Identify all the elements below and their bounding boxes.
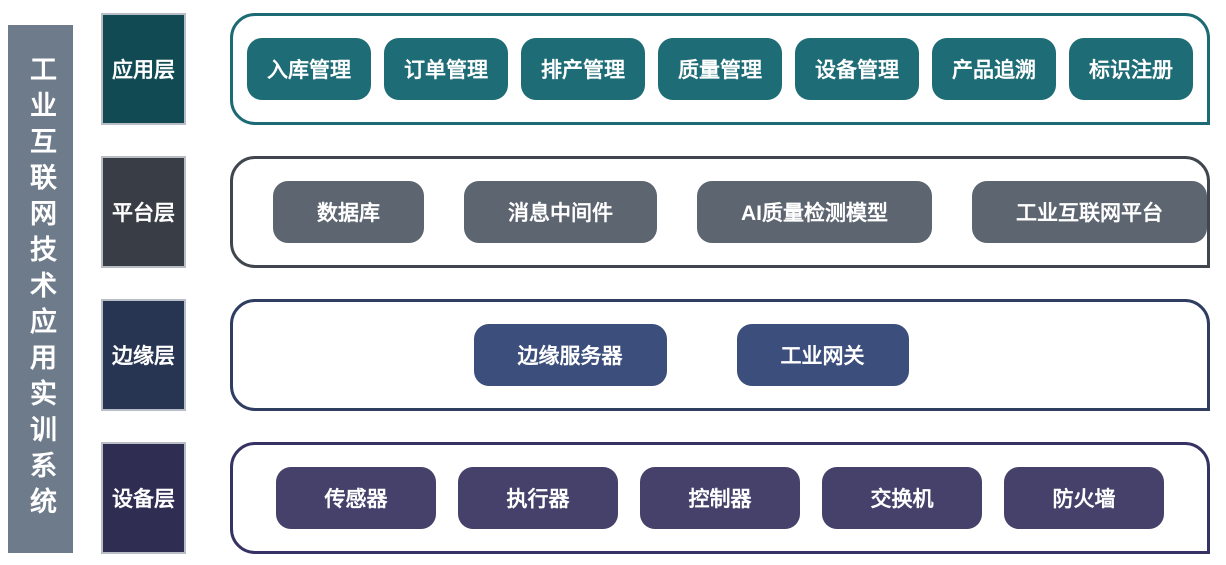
diagram-node: 排产管理 <box>521 38 645 100</box>
diagram-node: 标识注册 <box>1069 38 1193 100</box>
layer-label-platform: 平台层 <box>101 156 186 268</box>
layer-items-application: 入库管理订单管理排产管理质量管理设备管理产品追溯标识注册 <box>233 38 1207 100</box>
layer-row-edge: 边缘层 边缘服务器 工业网关 <box>101 299 1210 411</box>
diagram-node: 设备管理 <box>795 38 919 100</box>
layer-row-application: 应用层入库管理订单管理排产管理质量管理设备管理产品追溯标识注册 <box>101 13 1210 125</box>
layer-label-application: 应用层 <box>101 13 186 125</box>
layer-rows: 应用层入库管理订单管理排产管理质量管理设备管理产品追溯标识注册平台层数据库消息中… <box>101 13 1210 554</box>
diagram-node: 产品追溯 <box>932 38 1056 100</box>
layer-container-edge: 边缘服务器 工业网关 <box>230 299 1210 411</box>
diagram-node: 消息中间件 <box>464 181 657 243</box>
layer-label-device: 设备层 <box>101 442 186 554</box>
diagram-node: 传感器 <box>276 467 436 529</box>
layer-container-application: 入库管理订单管理排产管理质量管理设备管理产品追溯标识注册 <box>230 13 1210 125</box>
diagram-node: 入库管理 <box>247 38 371 100</box>
diagram-node: 数据库 <box>273 181 424 243</box>
layer-container-device: 传感器执行器控制器交换机防火墙 <box>230 442 1210 554</box>
diagram-node: 控制器 <box>640 467 800 529</box>
layer-container-platform: 数据库消息中间件 AI质量检测模型工业互联网平台 <box>230 156 1210 268</box>
diagram-node: 订单管理 <box>384 38 508 100</box>
layer-row-platform: 平台层 数据库消息中间件 AI质量检测模型工业互联网平台 <box>101 156 1210 268</box>
diagram-node: 边缘服务器 <box>473 324 667 386</box>
diagram-node: 交换机 <box>822 467 982 529</box>
layer-items-device: 传感器执行器控制器交换机防火墙 <box>233 467 1207 529</box>
diagram-node: 防火墙 <box>1004 467 1164 529</box>
layer-items-edge: 边缘服务器 工业网关 <box>233 324 1207 386</box>
diagram-node: 工业网关 <box>736 324 909 386</box>
diagram-node: AI质量检测模型 <box>697 181 932 243</box>
diagram-node: 执行器 <box>458 467 618 529</box>
layer-label-edge: 边缘层 <box>101 299 186 411</box>
system-title-sidebar: 工业互联网技术应用实训系统 <box>8 25 73 553</box>
layer-row-device: 设备层传感器执行器控制器交换机防火墙 <box>101 442 1210 554</box>
layer-items-platform: 数据库消息中间件 AI质量检测模型工业互联网平台 <box>233 181 1207 243</box>
diagram-node: 工业互联网平台 <box>972 181 1207 243</box>
system-title: 工业互联网技术应用实训系统 <box>26 55 56 523</box>
diagram-node: 质量管理 <box>658 38 782 100</box>
